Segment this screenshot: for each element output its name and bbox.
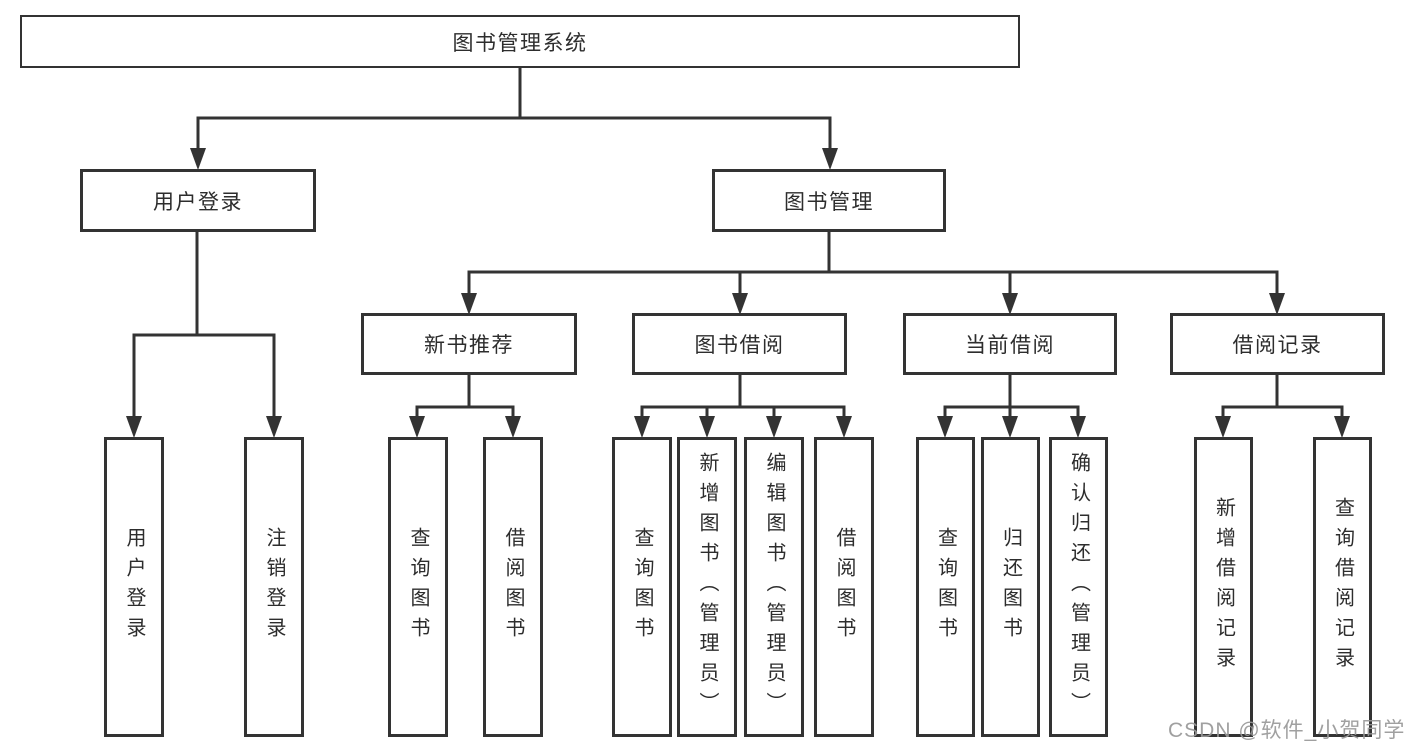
leaf-add-borrow-record: 新增借阅记录 — [1194, 437, 1253, 737]
leaf-label: 归还图书 — [999, 527, 1022, 647]
node-label: 图书借阅 — [694, 334, 785, 357]
leaf-query-books-recommend: 查询图书 — [388, 437, 448, 737]
node-library-management-system: 图书管理系统 — [20, 15, 1020, 68]
leaf-label: 确认归还（管理员） — [1067, 452, 1090, 722]
leaf-label: 新增借阅记录 — [1212, 497, 1235, 677]
node-borrowing-records: 借阅记录 — [1170, 313, 1385, 375]
node-new-book-recommend: 新书推荐 — [361, 313, 577, 375]
node-label: 借阅记录 — [1232, 334, 1323, 357]
leaf-label: 查询图书 — [631, 527, 653, 647]
leaf-return-books: 归还图书 — [981, 437, 1040, 737]
leaf-confirm-return-admin: 确认归还（管理员） — [1049, 437, 1108, 737]
node-label: 当前借阅 — [965, 334, 1055, 357]
node-user-login: 用户登录 — [80, 169, 316, 232]
leaf-logout: 注销登录 — [244, 437, 304, 737]
node-book-borrowing: 图书借阅 — [632, 313, 847, 375]
leaf-query-books-current: 查询图书 — [916, 437, 975, 737]
leaf-label: 编辑图书（管理员） — [763, 452, 785, 722]
leaf-user-login: 用户登录 — [104, 437, 164, 737]
node-label: 新书推荐 — [424, 334, 514, 357]
node-book-management: 图书管理 — [712, 169, 946, 232]
leaf-add-book-admin: 新增图书（管理员） — [677, 437, 737, 737]
leaf-label: 查询借阅记录 — [1331, 497, 1354, 677]
leaf-query-books-borrowing: 查询图书 — [612, 437, 672, 737]
node-label: 图书管理系统 — [452, 31, 588, 55]
leaf-label: 查询图书 — [934, 527, 957, 647]
csdn-watermark: CSDN @软件_小贺同学 — [1168, 719, 1405, 742]
leaf-label: 新增图书（管理员） — [696, 452, 718, 722]
leaf-borrow-books-borrowing: 借阅图书 — [814, 437, 874, 737]
node-current-borrowing: 当前借阅 — [903, 313, 1117, 375]
leaf-label: 用户登录 — [123, 527, 145, 647]
leaf-label: 借阅图书 — [502, 527, 524, 647]
leaf-edit-book-admin: 编辑图书（管理员） — [744, 437, 804, 737]
leaf-borrow-books-recommend: 借阅图书 — [483, 437, 543, 737]
node-label: 图书管理 — [784, 190, 874, 214]
leaf-label: 借阅图书 — [833, 527, 855, 647]
leaf-label: 查询图书 — [407, 527, 429, 647]
leaf-query-borrow-record: 查询借阅记录 — [1313, 437, 1372, 737]
node-label: 用户登录 — [153, 190, 243, 214]
leaf-label: 注销登录 — [263, 527, 285, 647]
